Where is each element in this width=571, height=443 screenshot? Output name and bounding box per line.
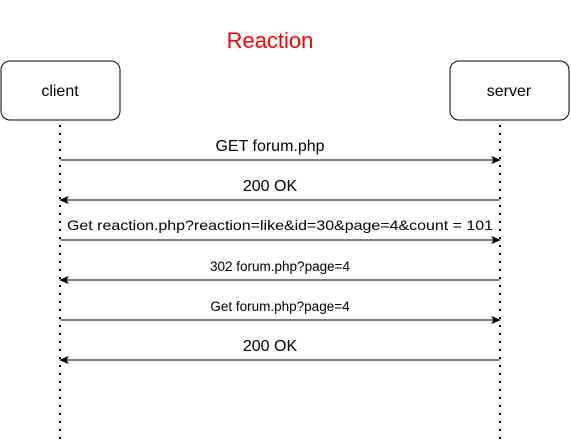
message-3-label: Get reaction.php?reaction=like&id=30&pag… (67, 217, 493, 233)
actor-server-label: server (487, 83, 532, 100)
message-6-label: 200 OK (243, 338, 298, 355)
message-3: Get reaction.php?reaction=like&id=30&pag… (60, 217, 501, 244)
actor-client-label: client (41, 83, 79, 100)
message-6: 200 OK (59, 338, 500, 364)
message-2: 200 OK (59, 178, 500, 204)
message-1: GET forum.php (60, 138, 501, 164)
message-4-label: 302 forum.php?page=4 (210, 259, 350, 274)
actor-client-box (0, 60, 121, 121)
message-2-label: 200 OK (243, 178, 298, 195)
actor-server-box (449, 60, 570, 121)
diagram-title: Reaction (227, 28, 314, 53)
message-4: 302 forum.php?page=4 (59, 259, 500, 284)
message-5-label: Get forum.php?page=4 (210, 299, 350, 314)
message-5: Get forum.php?page=4 (60, 299, 501, 324)
actor-server: server (449, 60, 570, 121)
message-1-label: GET forum.php (215, 138, 324, 155)
actor-client: client (0, 60, 121, 121)
